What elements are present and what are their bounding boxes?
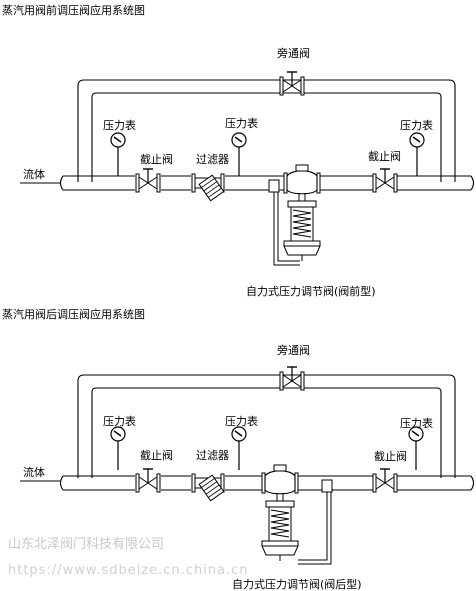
regulator-label: 自力式压力调节阀(阀后型) [232, 577, 362, 591]
pressure-regulator [261, 464, 299, 562]
pressure-regulator [283, 164, 321, 262]
diagram-title: 蒸汽用阀后调压阀应用系统图 [2, 307, 145, 321]
diagram-title: 蒸汽用阀前调压阀应用系统图 [2, 3, 145, 17]
bypass-valve-label: 旁通阀 [277, 343, 310, 357]
filter-label: 过滤器 [196, 449, 229, 462]
stop-valve-label: 截止阀 [368, 149, 401, 163]
stop-valve-label: 截止阀 [140, 152, 173, 166]
pressure-gauge [409, 132, 425, 177]
pressure-gauge-label: 压力表 [103, 118, 136, 132]
pressure-gauge [231, 132, 247, 177]
flow-label: 流体 [23, 167, 45, 181]
bypass-valve [279, 71, 305, 96]
impulse-line [268, 179, 300, 266]
main-pipe [59, 175, 475, 191]
pressure-gauge [408, 426, 424, 471]
pressure-gauge-label: 压力表 [225, 414, 258, 428]
stop-valve [372, 168, 398, 193]
pressure-gauge-label: 压力表 [400, 118, 433, 132]
filter-strainer [191, 173, 225, 202]
bypass-valve-label: 旁通阀 [277, 46, 310, 60]
stop-valve [135, 168, 161, 193]
stop-valve-label: 截止阀 [140, 448, 173, 462]
diagram-upstream: 蒸汽用阀前调压阀应用系统图 旁通阀 流体 压力表 压力表 压力 [2, 3, 475, 298]
stop-valve [135, 468, 161, 493]
bypass-pipe [77, 79, 456, 182]
filter-label: 过滤器 [196, 153, 229, 166]
pressure-gauge-label: 压力表 [103, 414, 136, 428]
stop-valve-label: 截止阀 [374, 449, 407, 463]
pressure-gauge [110, 426, 126, 471]
flow-label: 流体 [23, 465, 45, 479]
filter-strainer [191, 473, 225, 502]
pressure-gauge [110, 132, 126, 177]
regulator-label: 自力式压力调节阀(阀前型) [246, 284, 376, 298]
watermark-url: https://www.sdbeize.cn.china.cn [8, 563, 249, 578]
impulse-line [298, 479, 333, 565]
bypass-valve [279, 366, 305, 391]
main-pipe [59, 475, 475, 491]
diagram-downstream: 蒸汽用阀后调压阀应用系统图 旁通阀 流体 压力表 压力表 压力表 [2, 307, 475, 591]
stop-valve [372, 468, 398, 493]
pressure-gauge-label: 压力表 [400, 416, 433, 430]
watermark-company: 山东北泽阀门科技有限公司 [8, 537, 164, 552]
bypass-pipe [77, 374, 456, 478]
pressure-gauge-label: 压力表 [225, 116, 258, 130]
pressure-gauge [231, 426, 247, 471]
